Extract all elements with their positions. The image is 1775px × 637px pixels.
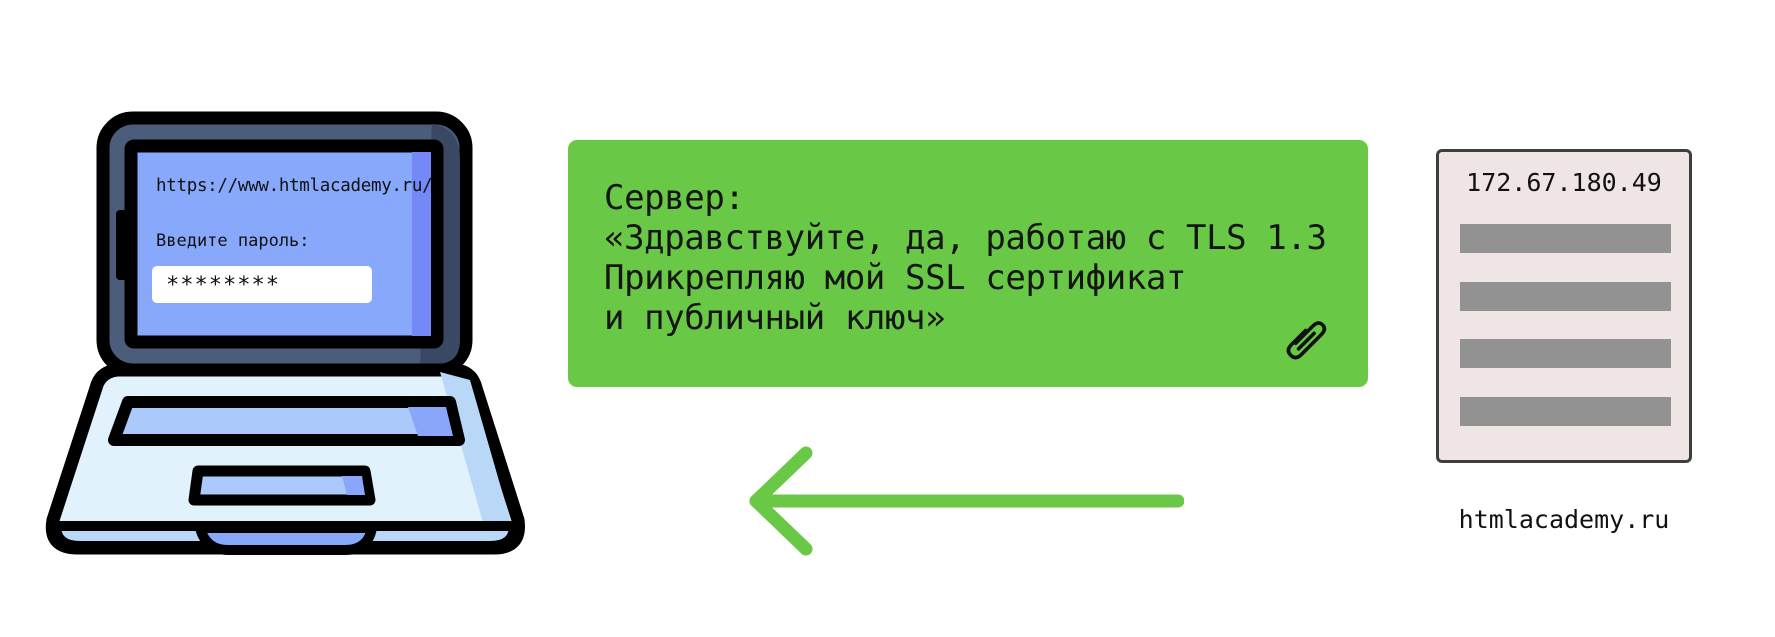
server-content-line [1460, 339, 1671, 368]
server-content-line [1460, 282, 1671, 311]
password-field: ******** [152, 266, 372, 303]
browser-url: https://www.htmlacademy.ru/ [156, 176, 433, 196]
server-ip: 172.67.180.49 [1466, 168, 1662, 197]
server-content-line [1460, 397, 1671, 426]
server-content-line [1460, 224, 1671, 253]
arrow-left-icon [749, 446, 1184, 556]
server-message-bubble [568, 140, 1368, 387]
server-message-text: Сервер: «Здравствуйте, да, работаю с TLS… [604, 178, 1327, 338]
paperclip-icon [1286, 321, 1327, 360]
password-label: Введите пароль: [156, 231, 310, 251]
server-domain: htmlacademy.ru [1458, 505, 1670, 534]
